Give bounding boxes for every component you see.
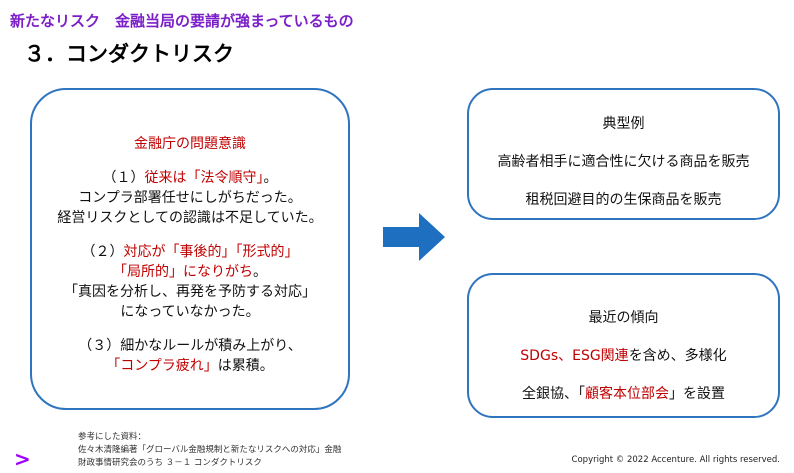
point-1-line3: 経営リスクとしての認識は不足していた。 xyxy=(57,210,323,226)
trend-item: 全銀協、「顧客本位部会」を設置 xyxy=(522,386,725,402)
point-2-line2: 「局所的」になりがち。 xyxy=(113,264,267,280)
box-heading: 金融庁の問題意識 xyxy=(134,136,246,152)
example-item: 租税回避目的の生保商品を販売 xyxy=(525,192,722,208)
point-3: （３）細かなルールが積み上がり、 xyxy=(78,338,302,354)
point-2-line3: 「真因を分析し、再発を予防する対応」 xyxy=(64,284,316,300)
page-title: ３．コンダクトリスク xyxy=(24,42,234,66)
point-2: （２）対応が「事後的」「形式的」 xyxy=(81,244,299,260)
right-arrow-icon xyxy=(383,213,445,261)
box-heading: 最近の傾向 xyxy=(588,310,659,326)
point-1-line2: コンプラ部署任せにしがちだった。 xyxy=(78,190,302,206)
box-heading: 典型例 xyxy=(602,116,645,132)
accenture-logo: > xyxy=(14,447,31,471)
fsa-concerns-box: 金融庁の問題意識 （１）従来は「法令順守」。 コンプラ部署任せにしがちだった。 … xyxy=(30,88,350,410)
references: 参考にした資料： 佐々木清隆編著「グローバル金融規制と新たなリスクへの対応」金融… xyxy=(78,431,341,470)
typical-examples-box: 典型例 高齢者相手に適合性に欠ける商品を販売 租税回避目的の生保商品を販売 xyxy=(467,88,780,220)
point-1: （１）従来は「法令順守」。 xyxy=(102,170,278,186)
ref-line: 佐々木清隆編著「グローバル金融規制と新たなリスクへの対応」金融 xyxy=(78,445,342,455)
point-3-line2: 「コンプラ疲れ」は累積。 xyxy=(106,358,274,374)
trend-item: SDGs、ESG関連を含め、多様化 xyxy=(520,348,727,364)
point-2-line4: になっていなかった。 xyxy=(120,304,260,320)
copyright: Copyright © 2022 Accenture. All rights r… xyxy=(571,455,780,465)
ref-line: 参考にした資料： xyxy=(78,432,147,442)
recent-trends-box: 最近の傾向 SDGs、ESG関連を含め、多様化 全銀協、「顧客本位部会」を設置 xyxy=(467,273,780,418)
ref-line: 財政事情研究会のうち ３－１ コンダクトリスク xyxy=(78,458,262,468)
subtitle: 新たなリスク 金融当局の要請が強まっているもの xyxy=(10,12,354,30)
example-item: 高齢者相手に適合性に欠ける商品を販売 xyxy=(497,154,750,170)
